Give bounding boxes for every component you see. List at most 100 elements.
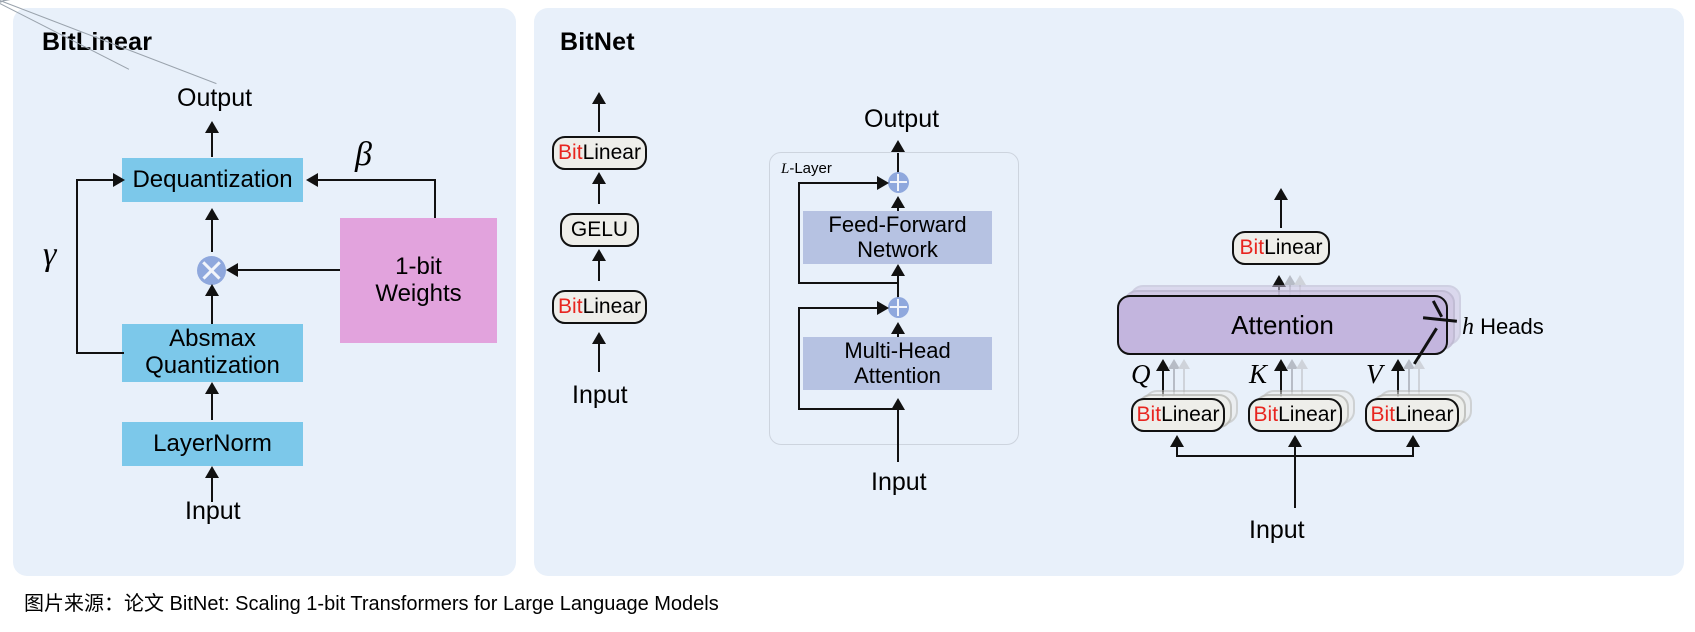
- att-to-out-arrowhead: [1272, 275, 1286, 287]
- ffn-box-line2: Network: [857, 236, 938, 262]
- l-layer-label: L-Layer: [781, 160, 832, 178]
- onebit-weights-box: 1-bit Weights: [340, 218, 497, 343]
- attention-box: Attention: [1117, 295, 1448, 355]
- figure-caption: 图片来源：论文 BitNet: Scaling 1-bit Transforme…: [24, 593, 719, 615]
- absmax-quantization-box: Absmax Quantization: [122, 324, 303, 382]
- bitnet-panel-title: BitNet: [560, 28, 635, 56]
- k-bitlinear-black: Linear: [1278, 403, 1337, 426]
- qkv-fanout-q-arrowhead: [1170, 435, 1184, 447]
- add-operator-bottom-icon: [888, 297, 909, 318]
- att-to-out-ghost-arrow-1: [1284, 275, 1296, 285]
- dequantization-box: Dequantization: [122, 158, 303, 202]
- transformer-output-arrowhead: [891, 140, 905, 152]
- ln-to-absmax-arrowhead: [205, 382, 219, 394]
- ffn-input-label: Input: [572, 381, 628, 409]
- weights-to-mult-arrowhead: [226, 263, 238, 277]
- beta-line-horizontal: [317, 179, 436, 182]
- connector-ffn-bottom: [0, 0, 219, 2]
- qkv-fanout-v-riser: [1412, 443, 1415, 457]
- q-ghost-arrow-2: [1178, 359, 1190, 369]
- mha-to-ffn-arrowhead: [891, 264, 905, 276]
- absmax-to-mult-line: [211, 292, 214, 324]
- ffnbox-to-add-arrowhead: [891, 196, 905, 208]
- skip-top-upper: [798, 182, 878, 185]
- input-to-ln-line: [211, 474, 214, 502]
- attdetail-input-line: [1294, 455, 1297, 508]
- onebit-weights-line1: 1-bit: [395, 252, 442, 280]
- mha-box-line2: Attention: [854, 362, 941, 388]
- heads-italic-h: h: [1462, 314, 1474, 340]
- ffn-input-arrowhead: [592, 332, 606, 344]
- qkv-fanout-v-arrowhead: [1406, 435, 1420, 447]
- attdetail-out-line: [1280, 196, 1283, 228]
- layernorm-box: LayerNorm: [122, 422, 303, 466]
- k-ghost-line-2: [1301, 367, 1304, 395]
- attention-detail-input-label: Input: [1249, 516, 1305, 544]
- skip-top-arrowhead: [877, 176, 889, 190]
- l-layer-italic-l: L: [781, 161, 790, 177]
- v-bitlinear-red: Bit: [1370, 403, 1396, 426]
- left-output-arrowhead: [205, 121, 219, 133]
- transformer-input-label: Input: [871, 468, 927, 496]
- multi-head-attention-box: Multi-Head Attention: [803, 337, 992, 390]
- mhabox-to-add-arrowhead: [891, 322, 905, 334]
- v-arrowhead: [1391, 359, 1405, 371]
- heads-label: h Heads: [1462, 314, 1544, 341]
- v-arrow-line: [1397, 367, 1400, 397]
- skip-bottom-lower: [798, 408, 898, 411]
- q-arrow-line: [1162, 367, 1165, 397]
- attdetail-out-arrowhead: [1274, 188, 1288, 200]
- gelu-to-top-arrowhead: [592, 172, 606, 184]
- multiply-operator-icon: [197, 256, 226, 285]
- k-bitlinear-red: Bit: [1253, 403, 1279, 426]
- gamma-line-vertical: [76, 179, 79, 354]
- ffn-top-arrow-line: [598, 100, 601, 132]
- v-label: V: [1366, 359, 1383, 389]
- ffn-top-arrowhead: [592, 92, 606, 104]
- skip-bottom-vertical: [798, 307, 801, 410]
- ffn-input-line: [598, 340, 601, 372]
- k-arrow-line: [1280, 367, 1283, 397]
- transformer-output-label: Output: [864, 105, 940, 133]
- ln-to-absmax-line: [211, 390, 214, 420]
- mha-to-ffn-line: [897, 272, 900, 306]
- gelu-pill: GELU: [560, 213, 639, 247]
- bitnet-panel: [534, 8, 1684, 576]
- attention-out-bitlinear-black: Linear: [1264, 236, 1323, 259]
- heads-label-rest: Heads: [1474, 314, 1544, 339]
- l-layer-label-rest: -Layer: [789, 160, 832, 177]
- input-to-ln-arrowhead: [205, 466, 219, 478]
- ffn-top-bitlinear-black: Linear: [582, 141, 641, 164]
- ffn-box-line1: Feed-Forward: [828, 211, 967, 237]
- k-ghost-line-1: [1291, 367, 1294, 395]
- beta-arrowhead: [306, 173, 318, 187]
- mha-box-line1: Multi-Head: [844, 337, 951, 363]
- skip-bottom-arrowhead: [877, 301, 889, 315]
- weights-to-mult-line: [237, 269, 340, 272]
- q-ghost-line-1: [1173, 367, 1176, 395]
- v-bitlinear-black: Linear: [1395, 403, 1454, 426]
- k-ghost-arrow-2: [1296, 359, 1308, 369]
- beta-line-vertical: [434, 180, 437, 218]
- ffn-top-bitlinear-red: Bit: [558, 141, 583, 164]
- k-label: K: [1249, 359, 1268, 389]
- add-operator-top-icon: [888, 172, 909, 193]
- ffn-bottom-bitlinear-red: Bit: [558, 295, 583, 318]
- attention-out-bitlinear-red: Bit: [1239, 236, 1265, 259]
- mult-to-dequant-arrowhead: [205, 208, 219, 220]
- bottom-to-gelu-line: [598, 257, 601, 281]
- q-bitlinear-red: Bit: [1136, 403, 1162, 426]
- transformer-output-line: [897, 148, 900, 182]
- gamma-line-bottom: [76, 352, 124, 355]
- att-to-out-ghost-arrow-2: [1294, 275, 1306, 285]
- k-arrowhead: [1274, 359, 1288, 371]
- qkv-fanout-k-arrowhead: [1288, 435, 1302, 447]
- bottom-to-gelu-arrowhead: [592, 249, 606, 261]
- k-ghost-arrow-1: [1286, 359, 1298, 369]
- skip-top-lower: [798, 282, 898, 285]
